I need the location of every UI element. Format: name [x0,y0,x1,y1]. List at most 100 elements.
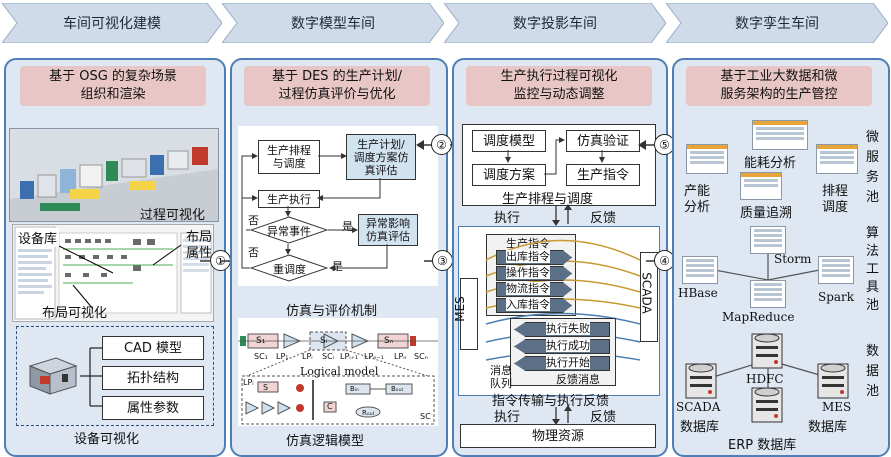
lp1-label: LP₁ [276,352,289,361]
stage-chevron-2: 数字模型车间 [222,3,444,43]
stage-title-3: 数字投影车间 [513,16,597,32]
queue-item-out-label: 出库指令 [506,250,550,263]
hbase-icon [682,256,718,284]
mapreduce-icon [750,280,786,308]
energy-label: 能耗分析 [744,156,797,171]
b-in-label: Bᵢₙ [350,385,359,393]
micro-pool-4: 池 [866,190,880,205]
flow-no-2: 否 [248,246,259,259]
flow-schedule-box: 生产排程 与调度 [258,140,320,174]
msg-queue-label-2: 队列 [490,377,512,390]
scada-server-icon [685,363,717,399]
queue-item-op-label: 操作指令 [506,266,550,279]
queue-item-log-label: 物流指令 [506,282,550,295]
r-out-label: Rₒᵤₜ [362,409,375,417]
data-pool-2: 据 [866,364,880,379]
layout-vis-label: 布局可视化 [42,306,108,321]
flow-schedule-line2: 与调度 [272,157,306,170]
sched-arrows [505,137,605,175]
sc1-label: SC₁ [254,352,268,361]
exec-feedback-arrows-2 [552,405,572,425]
flow-plan-line3: 真评估 [364,163,398,177]
micro-pool-1: 微 [866,130,880,145]
capacity-label-1: 产能 [684,184,711,199]
flow-abn-eval-line1: 异常影响 [366,217,410,230]
mechanism-label: 仿真与评价机制 [286,304,378,319]
schedule-label-1: 排程 [822,184,849,199]
s1-label: S₁ [256,336,266,346]
algo-pool-2: 法 [866,244,880,259]
stage-title-4: 数字孪生车间 [735,16,819,32]
fb-item-fail-label: 执行失败 [546,322,590,335]
sched-title: 生产排程与调度 [502,192,594,207]
flow-abnormal-diamond [249,216,329,244]
scn-label: SCₙ [414,352,428,361]
flow-abn-eval-box: 异常影响 仿真评估 [358,214,418,246]
equipment-dashed-box [16,326,214,426]
quality-label: 质量追溯 [740,206,793,221]
stage-title-2: 数字模型车间 [291,16,375,32]
flow-plan-line2: 调度方案仿 [353,150,409,164]
panel3-header: 生产执行过程可视化 监控与动态调整 [466,66,652,106]
storm-label: Storm [774,252,812,266]
msg-queue-label-1: 消息 [490,364,512,377]
lpn-label: LPₙ [394,352,407,361]
layout-attr-label-2: 属性 [186,246,213,261]
mes-label: MES [452,296,467,322]
sched-plan-box: 调度方案 [472,164,546,186]
equipment-vis-label: 设备可视化 [74,432,140,447]
stage-chevron-1: 车间可视化建模 [2,3,222,43]
mes-db-label-1: MES [822,400,852,414]
stage-title-1: 车间可视化建模 [63,16,161,32]
capacity-card-icon [686,144,728,174]
algo-pool-5: 池 [866,298,880,313]
scada-bar [640,252,658,342]
panel4-header-line2: 服务架构的生产管控 [720,87,838,102]
exec-feedback-arrows [552,204,572,226]
energy-card-icon [752,120,808,150]
algo-pool-3: 工 [866,262,880,277]
b-out-label: Bₒᵤₜ [391,385,404,393]
fb-item-start-label: 执行开始 [546,356,590,369]
algo-pool-1: 算 [866,226,880,241]
panel4-header: 基于工业大数据和微 服务架构的生产管控 [686,66,872,106]
flow-reschedule-diamond [249,254,329,282]
exec-label: 执行 [494,211,521,226]
mes-server-icon [817,363,849,399]
fb-item-success-label: 执行成功 [546,339,590,352]
s-b-label: S [263,383,269,392]
feedback-label: 反馈 [590,211,617,226]
si-label: Sᵢ [320,336,328,346]
scada-db-label-2: 数据库 [680,420,720,435]
physical-resource-box: 物理资源 [460,424,656,448]
feedback2-label: 反馈 [590,410,617,425]
layout-attr-label-1: 布局 [186,230,213,245]
sched-model-box: 调度模型 [472,130,546,152]
data-pool-1: 数 [866,344,880,359]
capacity-label-2: 分析 [684,200,711,215]
algo-pool-4: 具 [866,280,880,295]
flow-exec-box: 生产执行 [258,190,320,208]
panel4-header-line1: 基于工业大数据和微 [720,69,838,84]
sim-logic-model-label: 仿真逻辑模型 [286,434,365,449]
hdfc-server-icon [751,333,783,369]
flow-abnormal-label: 异常事件 [267,225,311,238]
flow-plan-eval-box: 生产计划/ 调度方案仿 真评估 [346,134,416,180]
process-vis-label: 过程可视化 [140,208,206,223]
fb-msg-label: 反馈消息 [556,373,600,386]
quality-card-icon [740,172,782,200]
panel2-header-line1: 基于 DES 的生产计划/ [271,69,403,84]
flowchart-arrows [241,153,388,271]
logical-model-chain [238,331,438,425]
panel1-header-line1: 基于 OSG 的复杂场景 [49,69,177,84]
stage-chevron-3: 数字投影车间 [444,3,666,43]
flow-no-1: 否 [248,214,259,227]
process-visualization-image [9,128,219,222]
schedule-card-icon [816,144,858,174]
lpi-label: LPᵢ [302,352,313,361]
logical-model-label: Logical model [300,365,379,378]
mes-bar [460,278,478,350]
hbase-label: HBase [678,286,718,300]
flow-yes-2: 是 [332,260,343,273]
lpi-b-label: LPᵢ [243,378,254,387]
